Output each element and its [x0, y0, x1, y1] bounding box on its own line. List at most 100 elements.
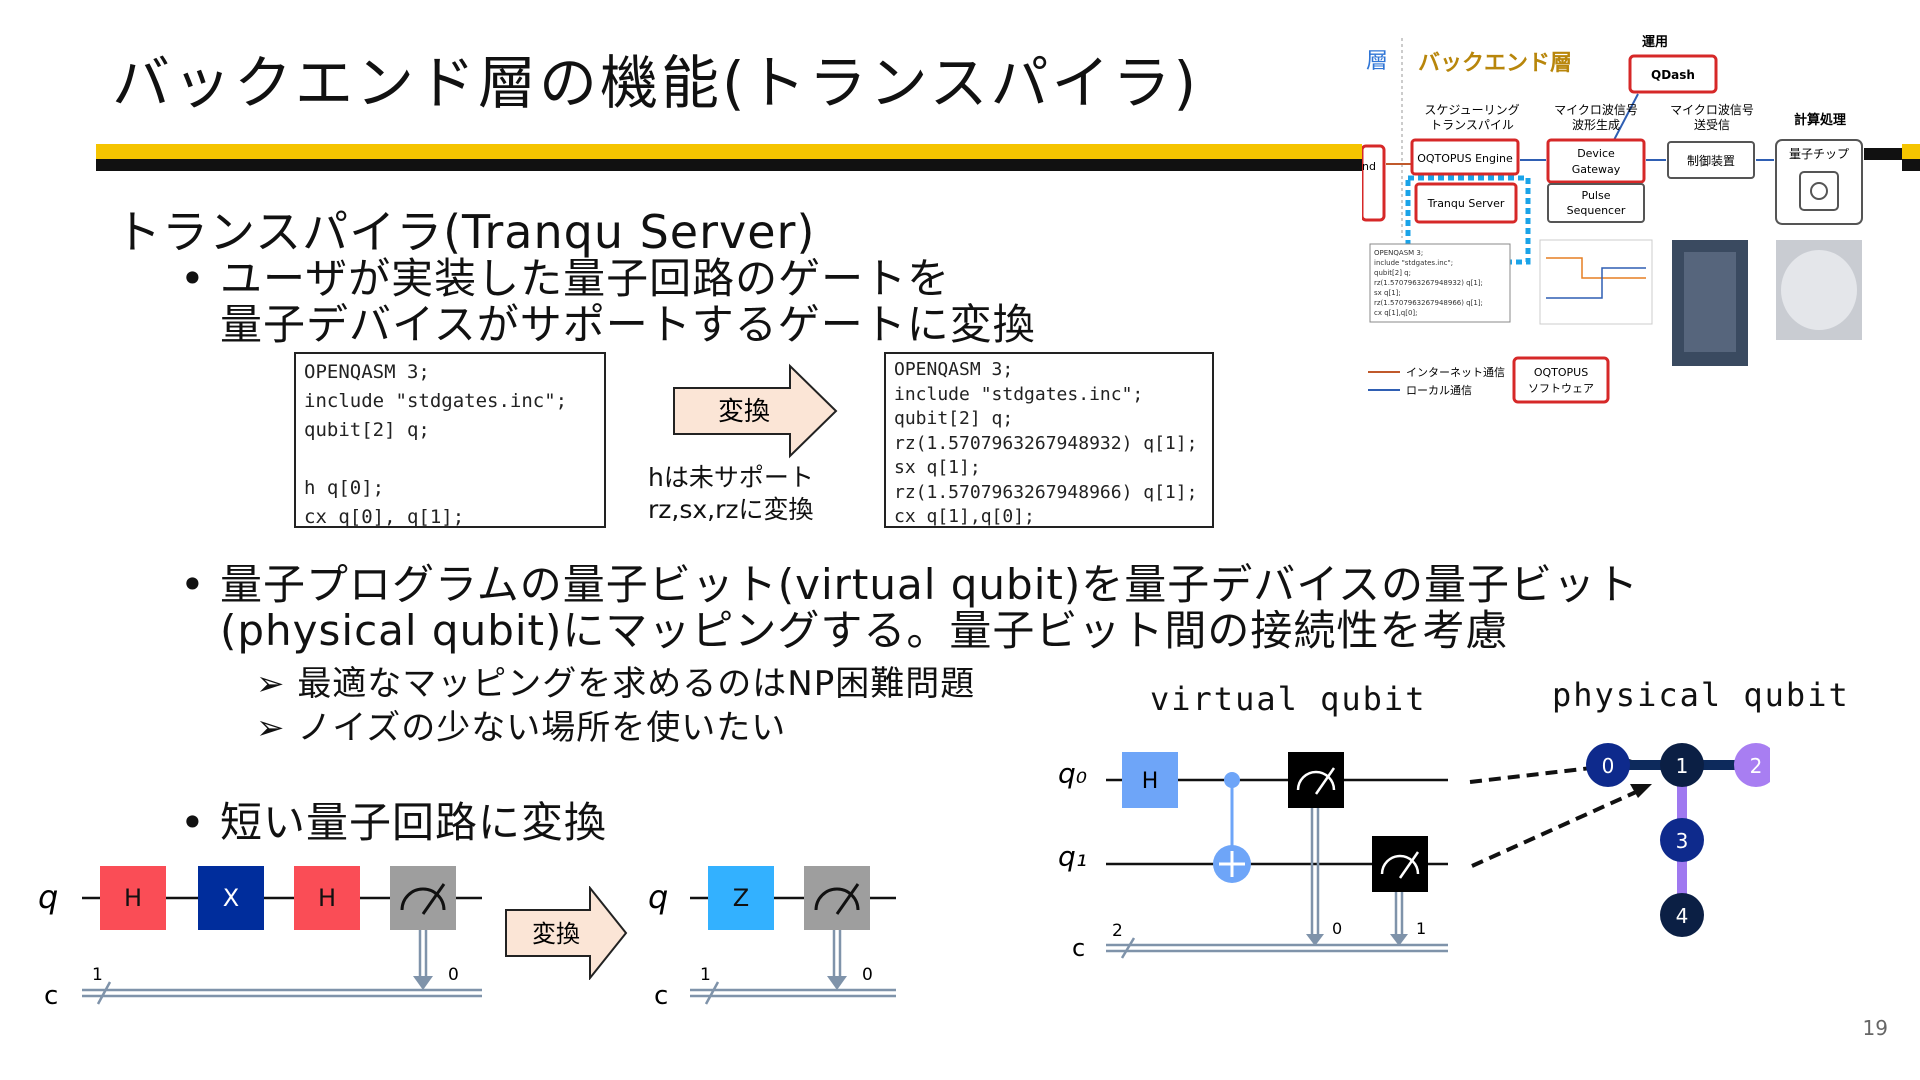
- measure-q1-icon: [1372, 836, 1428, 892]
- arch-backend-title: バックエンド層: [1418, 51, 1572, 76]
- arch-ops-label: 運用: [1642, 35, 1668, 50]
- before-measure-icon: [390, 866, 456, 930]
- arch-legend-software-2: ソフトウェア: [1528, 382, 1594, 395]
- after-meas-bit: 0: [862, 965, 873, 985]
- qubit-node-4: [1660, 893, 1704, 937]
- before-creg-size: 1: [92, 965, 103, 985]
- before-h-gate-2: [294, 866, 360, 930]
- before-meas-bit: 0: [448, 965, 459, 985]
- before-qubit-label: q: [38, 878, 58, 916]
- convert-arrow-2: 変換: [505, 886, 628, 980]
- arch-control: 制御装置: [1687, 153, 1735, 168]
- before-creg-label: c: [44, 981, 58, 1011]
- bullet-dot: •: [180, 798, 206, 847]
- virtual-creg-size: 2: [1112, 921, 1123, 941]
- sub-bullet-arrow-icon: ➢: [256, 664, 286, 704]
- before-h-gate-1: [100, 866, 166, 930]
- bullet-3: • 短い量子回路に変換: [180, 798, 608, 847]
- arch-sequencer-box: [1547, 183, 1645, 223]
- circuit-after: q c 1 Z 0: [648, 866, 896, 1011]
- arch-gateway-box: [1546, 138, 1646, 184]
- arch-mini-code-5: sx q[1];: [1374, 289, 1401, 297]
- arch-qdash: QDash: [1651, 68, 1695, 82]
- sub-bullet-1-text: 最適なマッピングを求めるのはNP困難問題: [297, 664, 976, 704]
- bullet-2: • 量子プログラムの量子ビット(virtual qubit)を量子デバイスの量子…: [180, 562, 1639, 655]
- arch-header-1b: トランスパイル: [1430, 118, 1514, 132]
- sub-bullet-2: ➢ ノイズの少ない場所を使いたい: [256, 700, 786, 749]
- arch-mini-code-6: rz(1.5707963267948966) q[1];: [1374, 299, 1483, 307]
- before-gate-1-label: H: [124, 884, 142, 912]
- bullet-dot: •: [180, 560, 206, 609]
- arch-engine: OQTOPUS Engine: [1417, 152, 1513, 165]
- circuit-before: q c 1 H X H 0: [38, 866, 482, 1011]
- qubit-node-2-label: 2: [1750, 754, 1763, 778]
- physical-qubit-label: physical qubit: [1552, 676, 1850, 714]
- sub-bullet-2-text: ノイズの少ない場所を使いたい: [297, 708, 787, 748]
- arch-header-4: 計算処理: [1794, 112, 1846, 128]
- arch-header-3a: マイクロ波信号: [1670, 103, 1754, 117]
- virtual-wire-q1-label: q₁: [1058, 840, 1087, 873]
- after-qubit-label: q: [648, 878, 668, 916]
- code-before: OPENQASM 3; include "stdgates.inc"; qubi…: [294, 352, 606, 528]
- convert-arrow: 変換: [673, 363, 838, 459]
- arch-mini-code-1: OPENQASM 3;: [1374, 249, 1423, 257]
- coupling-map: 0 1 2 3 4: [1586, 743, 1770, 937]
- qubit-node-3: [1660, 818, 1704, 862]
- arch-sequencer-2: Sequencer: [1567, 204, 1626, 217]
- bullet-2-line-2: (physical qubit)にマッピングする。量子ビット間の接続性を考慮: [220, 606, 1509, 655]
- before-gate-3-label: H: [318, 884, 336, 912]
- arch-tranqu-box: [1414, 182, 1518, 224]
- measure-q0-icon: [1288, 752, 1344, 808]
- slide-title: バックエンド層の機能(トランスパイラ): [112, 49, 1200, 117]
- qubit-node-2: [1734, 743, 1770, 787]
- convert-arrow-2-label: 変換: [532, 920, 580, 948]
- convert-note: hは未サポート rz,sx,rzに変換: [648, 462, 814, 526]
- bullet-1-line-2: 量子デバイスがサポートするゲートに変換: [220, 300, 1036, 349]
- bullet-dot: •: [180, 254, 206, 303]
- arch-tranqu: Tranqu Server: [1427, 197, 1505, 210]
- arch-header-1a: スケジューリング: [1424, 103, 1519, 117]
- qubit-node-0-label: 0: [1602, 754, 1615, 778]
- virtual-h-gate-label: H: [1142, 769, 1159, 794]
- arch-legend-local: ローカル通信: [1406, 384, 1472, 397]
- qubit-node-1-label: 1: [1676, 754, 1689, 778]
- arch-header-2b: 波形生成: [1572, 118, 1620, 132]
- virtual-h-gate: [1122, 752, 1178, 808]
- arch-mini-code-7: cx q[1],q[0];: [1374, 309, 1418, 317]
- arch-legend-software-box: [1512, 356, 1610, 404]
- arch-layer-left: 層: [1366, 49, 1388, 74]
- bullet-1-line-1: ユーザが実装した量子回路のゲートを: [220, 254, 951, 303]
- code-after: OPENQASM 3; include "stdgates.inc"; qubi…: [884, 352, 1214, 528]
- bullet-3-line-1: 短い量子回路に変換: [220, 798, 608, 847]
- virtual-wire-q0-label: q₀: [1058, 757, 1087, 790]
- qubit-node-0: [1586, 743, 1630, 787]
- virtual-qubit-label: virtual qubit: [1150, 680, 1427, 718]
- arch-control-box: [1667, 141, 1755, 179]
- after-z-gate: [708, 866, 774, 930]
- virtual-meas-bit-0: 0: [1332, 919, 1342, 938]
- page-number: 19: [1862, 1016, 1888, 1040]
- after-gate-1-label: Z: [733, 884, 749, 912]
- arch-gateway-1: Device: [1577, 147, 1615, 160]
- arch-sequencer-1: Pulse: [1582, 189, 1611, 202]
- arch-mini-code-2: include "stdgates.inc";: [1374, 259, 1453, 267]
- arch-mini-code-3: qubit[2] q;: [1374, 269, 1411, 277]
- architecture-diagram: 層 バックエンド層 運用 QDash スケジューリング トランスパイル マイクロ…: [1362, 28, 1902, 424]
- convert-note-line-2: rz,sx,rzに変換: [648, 495, 814, 524]
- before-gate-2-label: X: [223, 884, 239, 912]
- virtual-circuit: q₀ q₁ c 2 H 0 1: [1058, 752, 1448, 960]
- arch-engine-box: [1410, 138, 1520, 176]
- before-x-gate: [198, 866, 264, 930]
- arch-chip: 量子チップ: [1789, 147, 1849, 161]
- qubit-node-1: [1660, 743, 1704, 787]
- section-heading: トランスパイラ(Tranqu Server): [115, 205, 816, 259]
- arch-legend-internet: インターネット通信: [1406, 366, 1505, 379]
- after-creg-label: c: [654, 981, 668, 1011]
- qubit-node-4-label: 4: [1676, 904, 1689, 928]
- qubit-node-3-label: 3: [1676, 829, 1689, 853]
- after-creg-size: 1: [700, 965, 711, 985]
- arch-legend-software-1: OQTOPUS: [1534, 366, 1588, 379]
- bullet-1: • ユーザが実装した量子回路のゲートを 量子デバイスがサポートするゲートに変換: [180, 254, 1036, 349]
- sub-bullet-arrow-icon: ➢: [256, 708, 286, 748]
- virtual-wire-c-label: c: [1072, 934, 1085, 960]
